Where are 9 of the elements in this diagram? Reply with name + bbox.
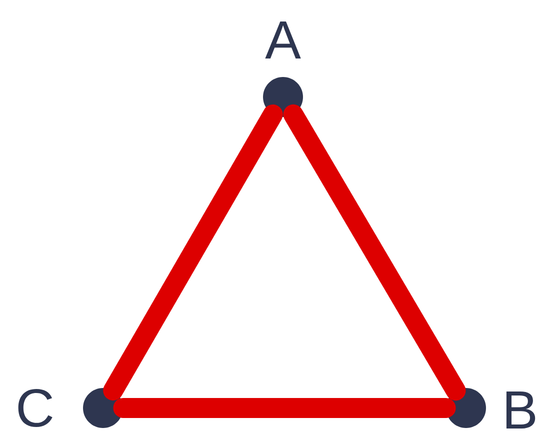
- vertex-dot: [446, 388, 486, 428]
- vertex-dot: [263, 77, 303, 117]
- triangle-side: [103, 104, 283, 400]
- vertex-label: C: [18, 388, 52, 428]
- vertex-label: A: [265, 21, 301, 58]
- triangle-side: [113, 398, 456, 418]
- vertex-label: B: [506, 391, 536, 428]
- triangle-side: [283, 104, 466, 401]
- vertex-dot: [83, 388, 123, 428]
